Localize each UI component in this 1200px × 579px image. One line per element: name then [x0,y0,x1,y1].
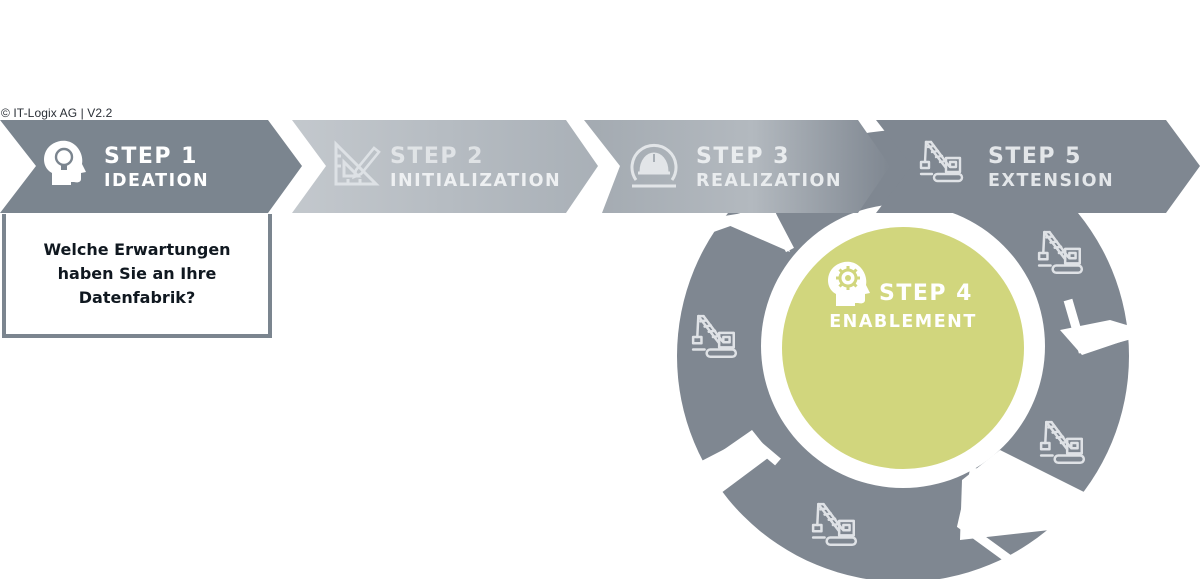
step1-name: IDEATION [104,171,209,191]
step5-chevron [876,120,1200,213]
enablement-circle [782,227,1024,469]
callout-line-1: Welche Erwartungen [43,240,231,259]
hard-hat-icon [630,143,678,188]
gear-head-icon [828,261,870,306]
step2-chevron [292,120,598,213]
step5-name: EXTENSION [988,171,1114,191]
step2-name: INITIALIZATION [390,171,561,191]
step3-chevron [584,120,890,213]
step4-number: STEP 4 [879,281,973,306]
step2-number: STEP 2 [390,144,484,169]
step1-number: STEP 1 [104,144,198,169]
step1-question-box: Welche Erwartungen haben Sie an Ihre Dat… [2,214,272,338]
step3-name: REALIZATION [696,171,842,191]
lightbulb-head-icon [44,140,86,185]
step4-name: ENABLEMENT [829,312,977,332]
step3-number: STEP 3 [696,144,790,169]
step1-chevron [0,120,302,213]
triangle-ruler-icon [334,140,381,186]
copyright-notice: © IT-Logix AG | V2.2 [1,106,113,120]
callout-line-2: haben Sie an Ihre [57,264,217,283]
step5-number: STEP 5 [988,144,1082,169]
callout-line-3: Datenfabrik? [78,288,196,307]
